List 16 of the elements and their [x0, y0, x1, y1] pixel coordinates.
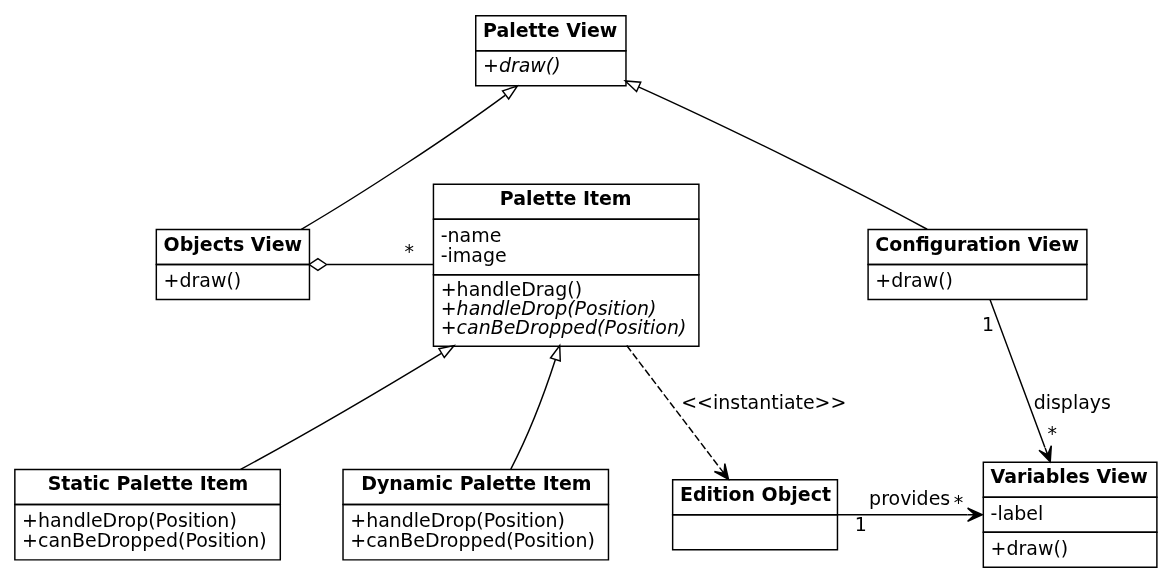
arrow [300, 84, 520, 230]
edge-label: displays [1033, 390, 1111, 413]
label: * [953, 490, 964, 513]
edge-label: provides [869, 487, 951, 510]
arrow [836, 507, 983, 522]
label: * [1047, 422, 1058, 445]
edge-label: <<instantiate>> [681, 390, 847, 413]
arrow [510, 343, 562, 470]
connector [307, 257, 434, 272]
arrow [626, 344, 730, 480]
label: 1 [854, 512, 867, 535]
label: * [404, 240, 415, 263]
arrow [989, 299, 1053, 463]
arrow [239, 344, 456, 471]
label: 1 [981, 312, 994, 335]
arrow [623, 80, 928, 230]
